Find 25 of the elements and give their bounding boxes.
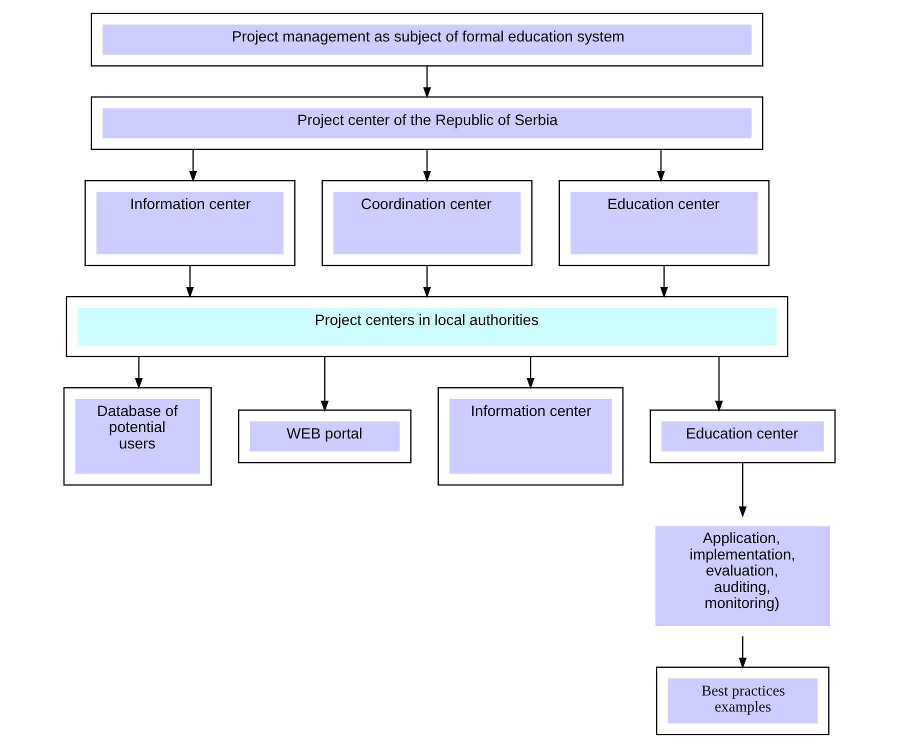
- arrow: [188, 149, 197, 182]
- node-box: Education center: [649, 410, 836, 464]
- arrow: [738, 462, 746, 518]
- arrow: [422, 266, 430, 298]
- node-box: Information center: [437, 387, 624, 486]
- node-box: Project centers in local authorities: [65, 296, 788, 358]
- node-box: Database of potential users: [62, 387, 212, 486]
- arrow: [738, 636, 746, 669]
- arrow: [656, 149, 664, 182]
- arrow: [422, 66, 430, 99]
- node-box: Education center: [558, 180, 770, 266]
- arrow: [714, 356, 722, 412]
- arrow: [186, 266, 194, 298]
- node-box: Application, implementation, evaluation, auditing, monitoring): [654, 526, 830, 626]
- node-box: Information center: [84, 180, 295, 266]
- node-box: Project center of the Republic of Serbia: [90, 96, 763, 150]
- node-box: Best practices examples: [655, 666, 829, 736]
- arrow: [422, 149, 430, 182]
- arrow: [134, 356, 142, 390]
- node-box: Project management as subject of formal education system: [90, 12, 763, 66]
- arrow: [526, 356, 534, 390]
- node-box: WEB portal: [238, 410, 411, 464]
- node-box: Coordination center: [321, 180, 532, 266]
- arrow: [320, 356, 328, 412]
- arrow: [660, 266, 668, 298]
